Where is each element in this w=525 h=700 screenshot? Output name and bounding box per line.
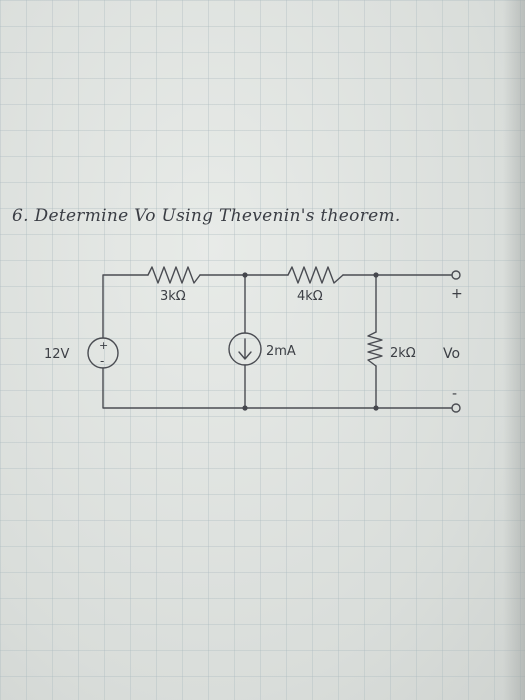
output-plus-sign: +: [451, 286, 463, 302]
r2-label: 4kΩ: [297, 289, 323, 304]
r3-label: 2kΩ: [390, 346, 416, 361]
output-terminal-top: [451, 270, 461, 280]
current-source-label: 2mA: [266, 344, 296, 359]
resistor-2k: [367, 331, 383, 367]
current-source-2ma: [228, 332, 262, 366]
resistor-3k: [147, 266, 201, 284]
voltage-source-plus: +: [99, 339, 108, 352]
output-label: Vo: [443, 346, 460, 362]
problem-statement: 6. Determine Vo Using Thevenin's theorem…: [12, 206, 401, 226]
resistor-4k: [287, 266, 344, 284]
voltage-source-12v: [87, 337, 119, 369]
node-bottom-right: [373, 405, 379, 411]
voltage-source-label: 12V: [44, 347, 70, 362]
page-edge-shadow: [503, 0, 525, 700]
bottom-wire: [102, 367, 453, 409]
voltage-source-minus: -: [100, 354, 104, 368]
node-bottom-middle: [242, 405, 248, 411]
wires: [102, 274, 453, 409]
current-arrow-icon: [238, 338, 252, 360]
node-top-right: [373, 272, 379, 278]
node-top-middle: [242, 272, 248, 278]
r1-label: 3kΩ: [160, 289, 186, 304]
output-minus-sign: -: [452, 386, 457, 402]
output-terminal-bottom: [451, 403, 461, 413]
top-left-wire: [102, 274, 149, 339]
